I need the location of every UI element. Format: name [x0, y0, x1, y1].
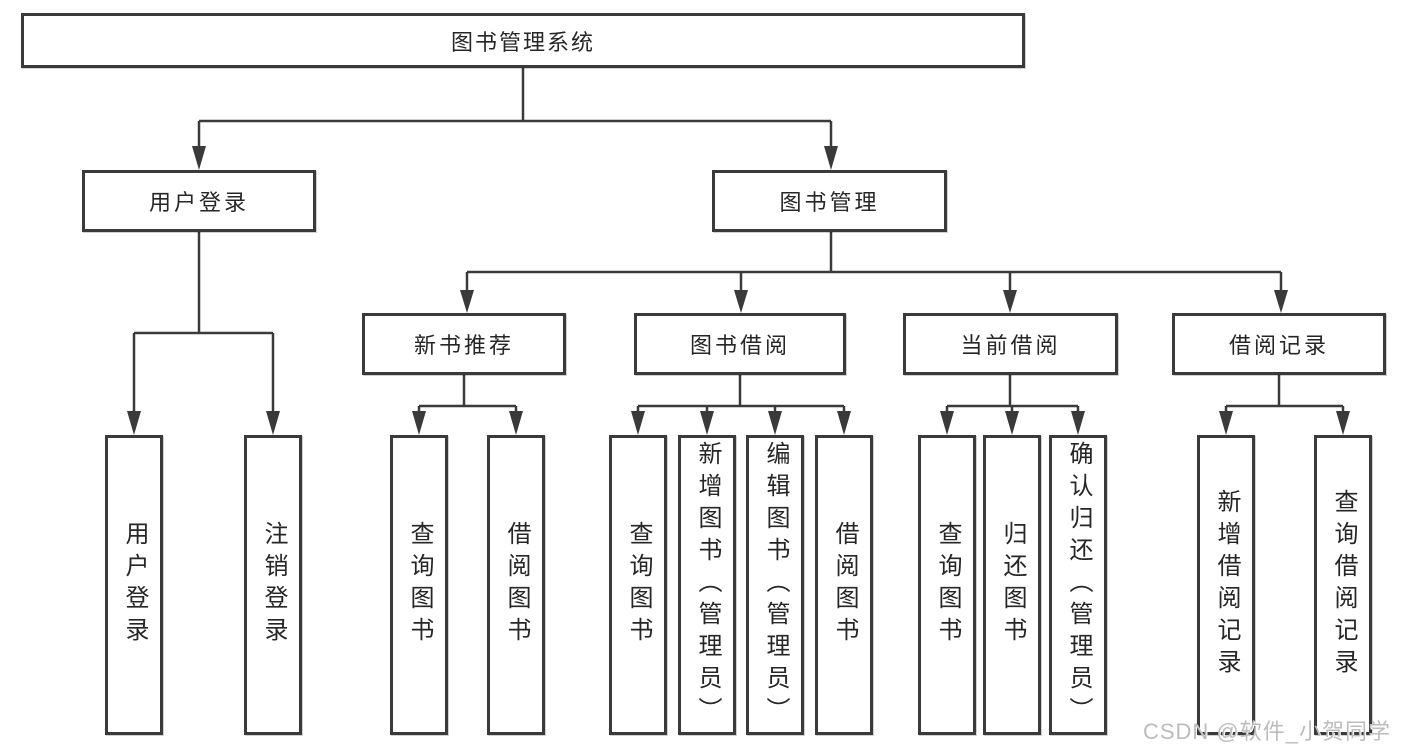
node-label: 图书管理系统 — [450, 29, 595, 55]
leaf-label: 新增图书（管理员） — [694, 441, 721, 729]
leaf-label: 归还图书 — [999, 521, 1026, 649]
leaf-borrow-query-book: 查询图书 — [609, 435, 667, 735]
node-book-management: 图书管理 — [712, 170, 947, 232]
arrowhead-group — [127, 146, 1350, 435]
leaf-recommend-query-book: 查询图书 — [390, 435, 448, 735]
leaf-recommend-borrow-book: 借阅图书 — [487, 435, 545, 735]
leaf-logout: 注销登录 — [244, 435, 302, 735]
leaf-label: 新增借阅记录 — [1213, 489, 1240, 681]
leaf-borrow-borrow-book: 借阅图书 — [815, 435, 873, 735]
leaf-label: 查询图书 — [934, 521, 961, 649]
leaf-label: 查询图书 — [406, 521, 433, 649]
leaf-borrow-add-book-admin: 新增图书（管理员） — [678, 435, 736, 735]
leaf-label: 用户登录 — [121, 521, 148, 649]
leaf-record-query: 查询借阅记录 — [1314, 435, 1372, 735]
leaf-label: 编辑图书（管理员） — [762, 441, 789, 729]
leaf-label: 查询借阅记录 — [1330, 489, 1357, 681]
node-label: 新书推荐 — [413, 333, 514, 358]
leaf-record-add: 新增借阅记录 — [1197, 435, 1255, 735]
leaf-label: 查询图书 — [625, 521, 652, 649]
node-new-book-recommend: 新书推荐 — [362, 313, 566, 375]
leaf-label: 借阅图书 — [503, 521, 530, 649]
node-label: 图书管理 — [779, 190, 880, 215]
node-library-management-system: 图书管理系统 — [21, 13, 1025, 68]
leaf-label: 借阅图书 — [831, 521, 858, 649]
node-borrow-record: 借阅记录 — [1172, 313, 1386, 375]
leaf-current-return-book: 归还图书 — [983, 435, 1041, 735]
node-user-login: 用户登录 — [82, 170, 316, 232]
leaf-current-confirm-return-admin: 确认归还（管理员） — [1049, 435, 1107, 735]
leaf-label: 注销登录 — [260, 521, 287, 649]
leaf-label: 确认归还（管理员） — [1065, 441, 1092, 729]
leaf-borrow-edit-book-admin: 编辑图书（管理员） — [746, 435, 804, 735]
node-label: 借阅记录 — [1228, 333, 1329, 358]
node-book-borrow: 图书借阅 — [634, 313, 846, 375]
leaf-current-query-book: 查询图书 — [918, 435, 976, 735]
csdn-watermark: CSDN @软件_小贺同学 — [1142, 719, 1391, 744]
node-label: 当前借阅 — [960, 333, 1061, 358]
leaf-user-login: 用户登录 — [105, 435, 163, 735]
node-current-borrow: 当前借阅 — [903, 313, 1118, 375]
node-label: 图书借阅 — [689, 333, 790, 358]
node-label: 用户登录 — [148, 190, 249, 215]
